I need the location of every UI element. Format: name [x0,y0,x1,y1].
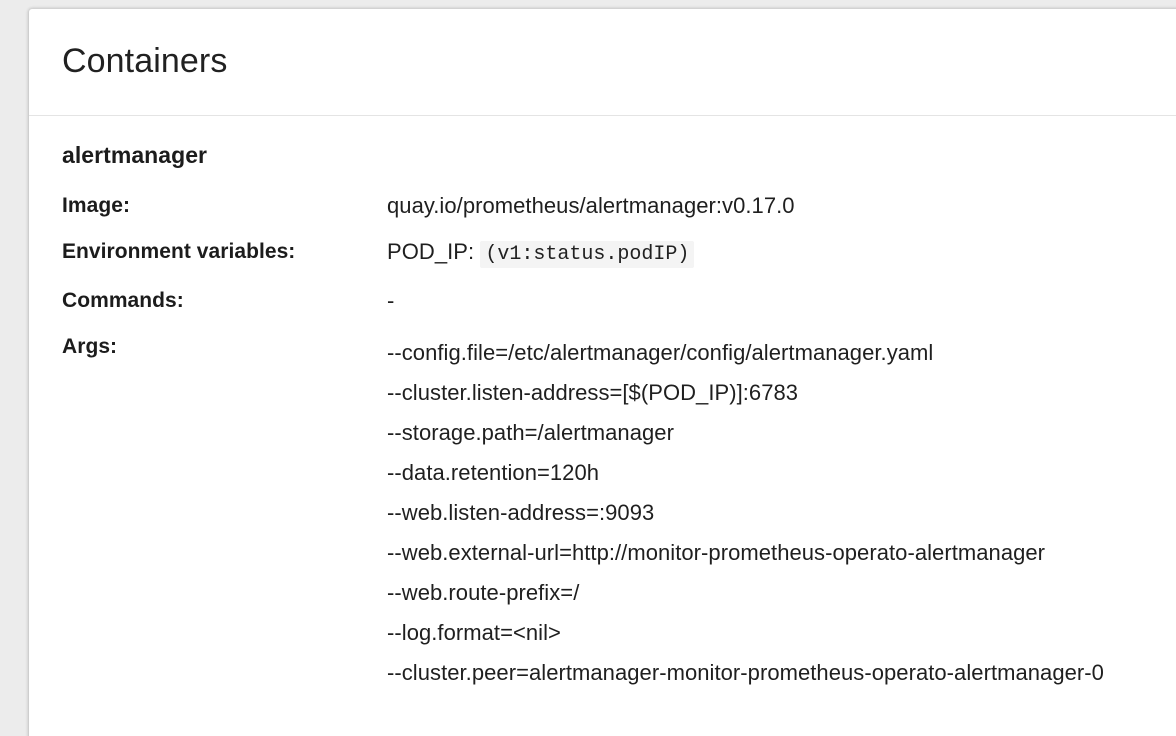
arg-item: --cluster.listen-address=[$(POD_IP)]:678… [387,379,799,405]
detail-row-commands: Commands: - [62,287,1176,315]
commands-label: Commands: [62,288,184,312]
arg-item: --config.file=/etc/alertmanager/config/a… [387,339,934,365]
image-label: Image: [62,193,130,217]
args-list: --config.file=/etc/alertmanager/config/a… [387,333,1104,693]
env-var-name: POD_IP: [387,238,475,264]
arg-item: --web.route-prefix=/ [387,579,580,605]
args-label: Args: [62,334,118,358]
environment-variables-label: Environment variables: [62,239,296,263]
image-value: quay.io/prometheus/alertmanager:v0.17.0 [387,192,795,218]
detail-row-args: Args: --config.file=/etc/alertmanager/co… [62,333,1176,693]
arg-item: --cluster.peer=alertmanager-monitor-prom… [387,659,1104,685]
detail-row-image: Image: quay.io/prometheus/alertmanager:v… [62,192,1176,220]
arg-item: --storage.path=/alertmanager [387,419,674,445]
arg-item: --log.format=<nil> [387,619,561,645]
arg-item: --web.listen-address=:9093 [387,499,655,525]
env-var-source-chip: (v1:status.podIP) [480,240,695,268]
card-body: alertmanager Image: quay.io/prometheus/a… [29,116,1176,723]
container-name-heading: alertmanager [62,142,208,168]
page-title: Containers [62,42,228,81]
environment-variables-value: POD_IP: (v1:status.podIP) [387,238,695,269]
detail-row-environment-variables: Environment variables: POD_IP: (v1:statu… [62,238,1176,269]
arg-item: --web.external-url=http://monitor-promet… [387,539,1046,565]
card-header: Containers [29,9,1176,116]
arg-item: --data.retention=120h [387,459,600,485]
containers-card: Containers alertmanager Image: quay.io/p… [29,9,1176,736]
commands-value: - [387,287,395,313]
